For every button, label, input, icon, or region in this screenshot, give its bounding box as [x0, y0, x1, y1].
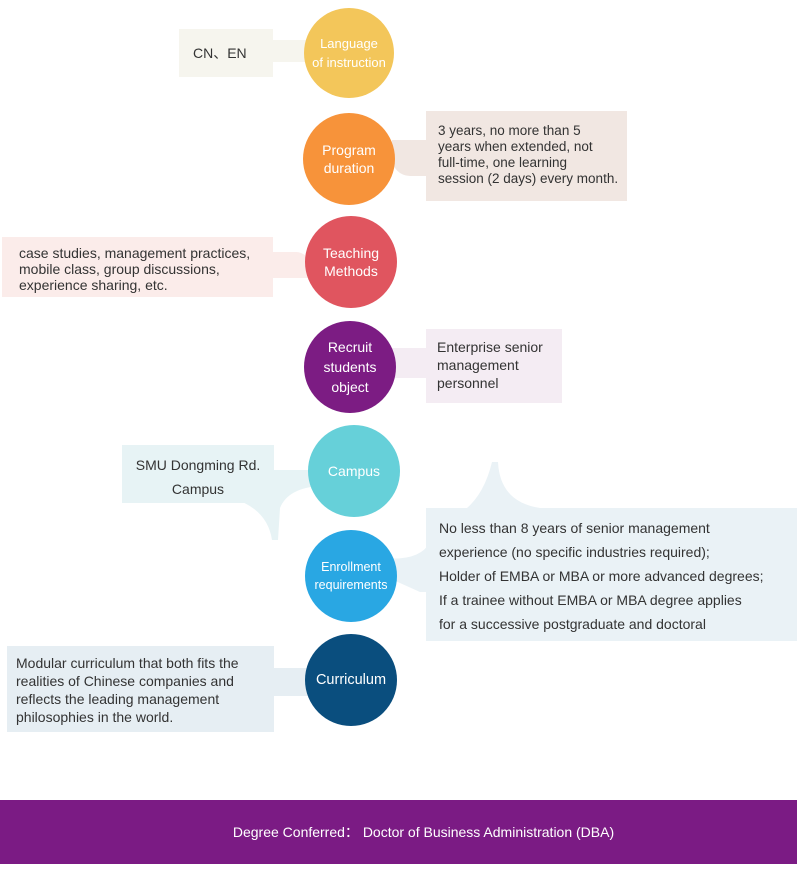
language-node-label: of instruction	[312, 55, 386, 70]
language-detail-line: CN、EN	[193, 45, 247, 61]
curriculum-node-label: Curriculum	[315, 672, 387, 688]
duration-node: Program duration	[303, 113, 395, 205]
duration-detail-line: full-time, one learning	[438, 155, 568, 170]
recruit-node-label: object	[331, 379, 369, 395]
enrollment-detail-box: No less than 8 years of senior managemen…	[426, 508, 797, 641]
duration-node-label: duration	[323, 160, 375, 176]
duration-detail-line: session (2 days) every month.	[438, 171, 619, 186]
teaching-detail-line: experience sharing, etc.	[19, 277, 168, 293]
connector-duration	[392, 140, 432, 176]
language-node: Language of instruction	[304, 8, 394, 98]
recruit-node-label: Recruit	[327, 339, 373, 355]
degree-value: Doctor of Business Administration (DBA)	[362, 824, 615, 840]
recruit-detail-line: Enterprise senior	[437, 339, 543, 355]
language-detail-box: CN、EN	[179, 29, 273, 77]
duration-detail-box: 3 years, no more than 5 years when exten…	[426, 111, 627, 201]
recruit-node: Recruit students object	[304, 321, 396, 413]
campus-node-label: Campus	[327, 463, 381, 479]
recruit-node-label: students	[323, 359, 377, 375]
curriculum-detail-line: realities of Chinese companies and	[16, 673, 234, 689]
curriculum-node: Curriculum	[305, 634, 397, 726]
duration-detail-line: 3 years, no more than 5	[438, 123, 581, 138]
recruit-detail-line: management	[437, 357, 519, 373]
campus-node: Campus	[308, 425, 400, 517]
enrollment-node-label: requirements	[314, 578, 388, 592]
duration-detail-line: years when extended, not	[438, 139, 593, 154]
recruit-detail-line: personnel	[437, 375, 499, 391]
curriculum-detail-line: reflects the leading management	[16, 691, 220, 707]
teaching-detail-line: mobile class, group discussions,	[19, 261, 220, 277]
campus-detail-box: SMU Dongming Rd. Campus	[122, 445, 274, 503]
enrollment-detail-line: Holder of EMBA or MBA or more advanced d…	[439, 568, 764, 584]
enrollment-detail-line: If a trainee without EMBA or MBA degree …	[439, 592, 742, 608]
connector-language	[270, 40, 310, 62]
campus-detail-line: Campus	[171, 481, 225, 497]
teaching-detail-line: case studies, management practices,	[19, 245, 251, 261]
curriculum-detail-line: Modular curriculum that both fits the	[16, 655, 239, 671]
enrollment-detail-line: experience (no specific industries requi…	[439, 544, 710, 560]
enrollment-detail-line: No less than 8 years of senior managemen…	[439, 520, 710, 536]
enrollment-detail-line: for a successive postgraduate and doctor…	[439, 616, 706, 632]
curriculum-detail-box: Modular curriculum that both fits the re…	[7, 646, 274, 732]
teaching-node-label: Teaching	[322, 245, 380, 261]
connector-curriculum	[268, 668, 312, 696]
teaching-detail-box: case studies, management practices, mobi…	[2, 237, 273, 297]
recruit-detail-box: Enterprise senior management personnel	[426, 329, 562, 403]
curriculum-detail-line: philosophies in the world.	[16, 709, 174, 725]
campus-detail-line: SMU Dongming Rd.	[135, 457, 261, 473]
degree-footer: Degree Conferred： Doctor of Business Adm…	[0, 800, 797, 864]
degree-label: Degree Conferred：	[232, 824, 359, 840]
duration-node-label: Program	[322, 142, 376, 158]
language-node-label: Language	[320, 36, 378, 51]
enrollment-node-label: Enrollment	[321, 560, 381, 574]
enrollment-node: Enrollment requirements	[305, 530, 397, 622]
teaching-node: Teaching Methods	[305, 216, 397, 308]
teaching-node-label: Methods	[324, 263, 378, 279]
